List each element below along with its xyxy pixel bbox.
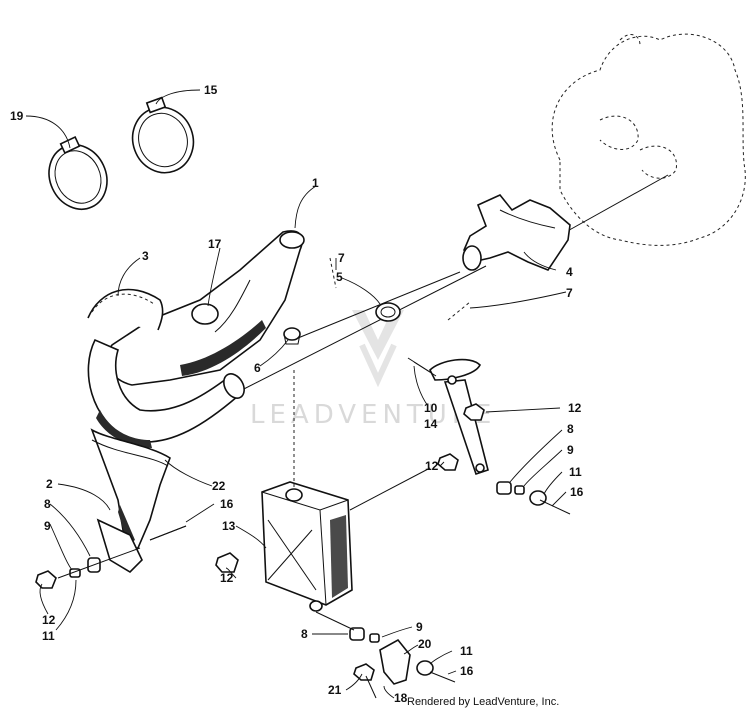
callout-11-bottom: 11: [460, 644, 473, 658]
callout-12-left: 12: [42, 613, 56, 627]
right-hardware: [413, 361, 571, 515]
engine-centerline: [554, 174, 669, 239]
callout-8-left: 8: [44, 497, 51, 511]
callout-12-mid: 12: [425, 459, 439, 473]
callout-12-right: 12: [568, 401, 582, 415]
callout-9-bottom: 9: [416, 620, 423, 634]
exhaust-pipe: [106, 230, 305, 386]
callout-9-right: 9: [567, 443, 574, 457]
callout-16-right: 16: [570, 485, 584, 499]
callout-17: 17: [208, 237, 222, 251]
callout-20: 20: [418, 637, 432, 651]
pipe-centerline: [235, 265, 487, 394]
callout-14: 14: [424, 417, 438, 431]
lower-left-hardware: [35, 518, 187, 589]
engine-outline: [551, 33, 746, 246]
spring-3-coil: [91, 293, 155, 313]
callout-11-right: 11: [569, 465, 582, 479]
callout-6: 6: [254, 361, 261, 375]
clamp-19: [48, 136, 108, 210]
spring-7-lower: [447, 301, 471, 321]
callout-labels: 1 2 3 4 5 6 7 7 8 8 8 9 9 9 10 11 11 11 …: [10, 83, 584, 705]
callout-11-left: 11: [42, 629, 55, 643]
callout-19: 19: [10, 109, 24, 123]
leader-lines: [25, 89, 567, 699]
spring-3: [87, 288, 164, 331]
callout-8-bottom: 8: [301, 627, 308, 641]
seal-ring: [375, 302, 401, 322]
callout-3: 3: [142, 249, 149, 263]
watermark: LEADVENTURE: [250, 310, 496, 430]
watermark-text: LEADVENTURE: [250, 400, 496, 430]
callout-8-right: 8: [567, 422, 574, 436]
bottom-hardware: [215, 552, 456, 699]
callout-7-lower: 7: [566, 286, 573, 300]
callout-15: 15: [204, 83, 218, 97]
callout-1: 1: [312, 176, 319, 190]
callout-5: 5: [336, 270, 343, 284]
exhaust-manifold: [462, 194, 571, 271]
callout-9-left: 9: [44, 519, 51, 533]
grommet: [283, 327, 301, 345]
clamp-15: [131, 96, 195, 174]
render-credit: Rendered by LeadVenture, Inc.: [407, 696, 560, 708]
callout-16-left: 16: [220, 497, 234, 511]
spring-centerline: [297, 271, 461, 339]
callout-21: 21: [328, 683, 342, 697]
callout-10: 10: [424, 401, 438, 415]
callout-12-muffler: 12: [220, 571, 234, 585]
callout-7-upper: 7: [338, 251, 345, 265]
spring-7-upper: [329, 257, 337, 289]
callout-16-bottom: 16: [460, 664, 474, 678]
callout-18: 18: [394, 691, 408, 705]
callout-13: 13: [222, 519, 236, 533]
callout-2: 2: [46, 477, 53, 491]
mounting-bracket: [407, 357, 489, 476]
callout-22: 22: [212, 479, 226, 493]
muffler: [261, 370, 431, 612]
callout-4: 4: [566, 265, 573, 279]
